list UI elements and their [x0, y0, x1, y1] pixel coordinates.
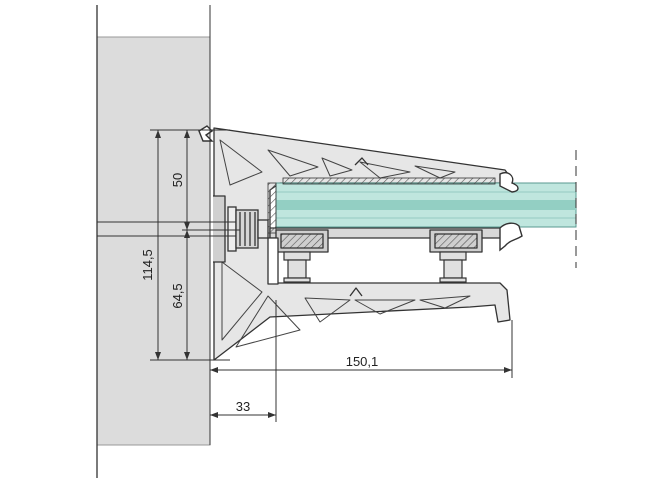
- wall: [96, 5, 211, 478]
- dim-offset-label: 33: [236, 399, 250, 414]
- dim-lower-height-label: 64,5: [170, 283, 185, 308]
- dimension-arrowheads: [155, 130, 512, 418]
- anchor-bolt: [97, 206, 269, 252]
- dimension-lines: [150, 118, 577, 445]
- dim-upper-height-label: 50: [170, 173, 185, 187]
- glass-pane: [267, 177, 577, 234]
- gasket: [198, 125, 523, 252]
- dim-depth-label: 150,1: [346, 354, 379, 369]
- dim-total-height-label: 114,5: [140, 249, 155, 281]
- adjustment-screw: [283, 251, 467, 283]
